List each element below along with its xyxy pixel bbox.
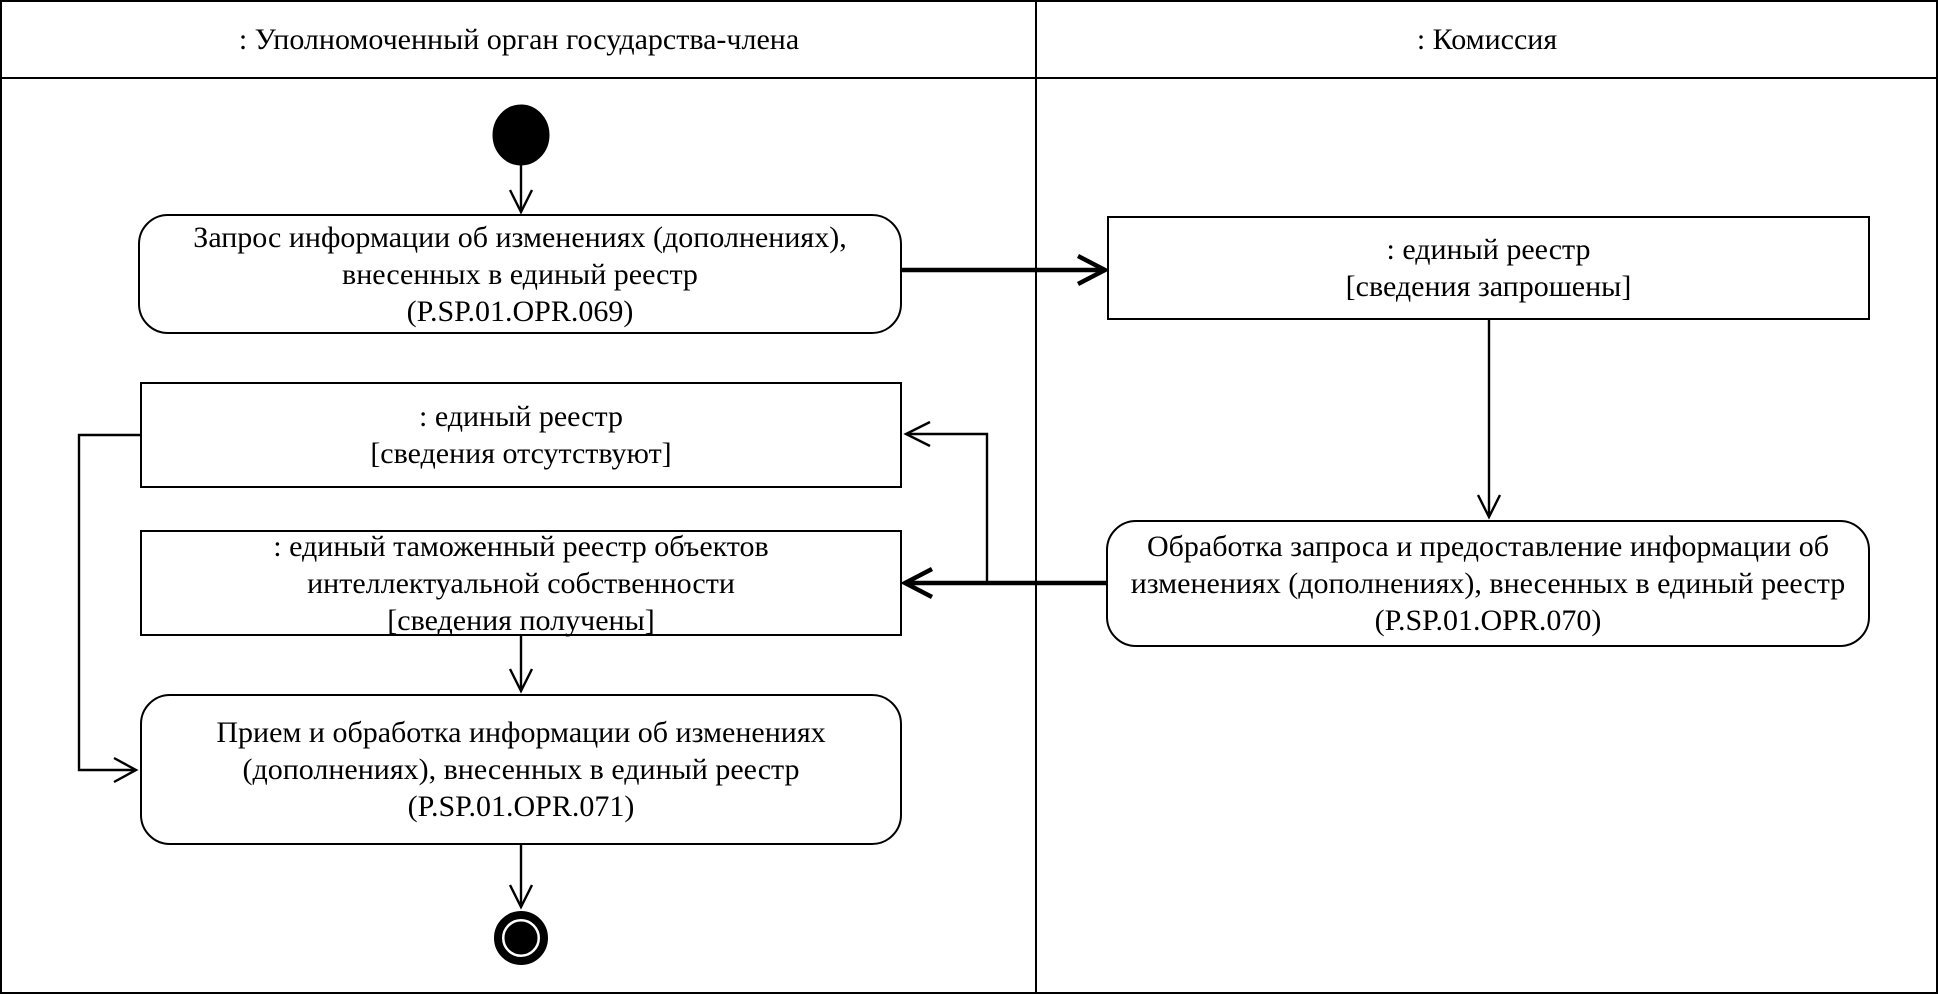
swimlane-header-separator bbox=[2, 77, 1936, 79]
flow-request-to-registry-requested bbox=[902, 254, 1110, 286]
flow-registry-absent-to-receive bbox=[77, 433, 142, 784]
activity-label-line: (дополнениях), внесенных в единый реестр bbox=[242, 753, 800, 786]
object-state-label: [сведения запрошены] bbox=[1345, 270, 1632, 303]
object-unified-customs-registry-received: : единый таможенный реестр объектов инте… bbox=[140, 529, 902, 637]
initial-node bbox=[492, 104, 550, 166]
final-node bbox=[494, 911, 548, 965]
activity-label-line: Прием и обработка информации об изменени… bbox=[216, 716, 826, 749]
flow-customs-registry-to-receive bbox=[508, 636, 534, 694]
object-state-label: [сведения получены] bbox=[387, 603, 655, 637]
swimlane-header-commission: : Комиссия bbox=[1036, 2, 1936, 78]
flow-registry-requested-to-process bbox=[1476, 320, 1502, 520]
object-label-line: : единый реестр bbox=[418, 400, 623, 433]
activity-label-line: Запрос информации об изменениях (дополне… bbox=[193, 220, 847, 254]
flow-receive-to-final bbox=[508, 845, 534, 910]
activity-label-line: Обработка запроса и предоставление инфор… bbox=[1147, 530, 1829, 563]
object-state-label: [сведения отсутствуют] bbox=[370, 437, 672, 470]
flow-process-to-customs-registry bbox=[900, 567, 1106, 599]
flow-start-to-request bbox=[508, 165, 534, 215]
object-unified-registry-requested: : единый реестр [сведения запрошены] bbox=[1107, 216, 1870, 320]
activity-request-info-changes: Запрос информации об изменениях (дополне… bbox=[138, 214, 902, 334]
swimlane-title-commission: : Комиссия bbox=[1416, 23, 1558, 56]
swimlane-header-authorized-body: : Уполномоченный орган государства-члена bbox=[2, 2, 1036, 78]
object-label-line: : единый реестр bbox=[1386, 233, 1591, 266]
object-unified-registry-absent: : единый реестр [сведения отсутствуют] bbox=[140, 382, 902, 488]
activity-process-request-provide-info: Обработка запроса и предоставление инфор… bbox=[1106, 520, 1870, 647]
activity-operation-code: (P.SP.01.OPR.070) bbox=[1374, 604, 1602, 637]
swimlane-divider bbox=[1035, 2, 1037, 992]
flow-branch-to-registry-absent bbox=[903, 420, 989, 583]
object-label-line: интеллектуальной собственности bbox=[307, 566, 735, 600]
swimlane-title-authorized-body: : Уполномоченный орган государства-члена bbox=[238, 23, 800, 56]
activity-label-line: внесенных в единый реестр bbox=[342, 257, 698, 291]
activity-label-line: изменениях (дополнениях), внесенных в ед… bbox=[1130, 567, 1846, 600]
object-label-line: : единый таможенный реестр объектов bbox=[273, 529, 769, 563]
activity-receive-process-info: Прием и обработка информации об изменени… bbox=[140, 694, 902, 845]
activity-operation-code: (P.SP.01.OPR.069) bbox=[406, 294, 634, 328]
activity-operation-code: (P.SP.01.OPR.071) bbox=[407, 790, 635, 823]
